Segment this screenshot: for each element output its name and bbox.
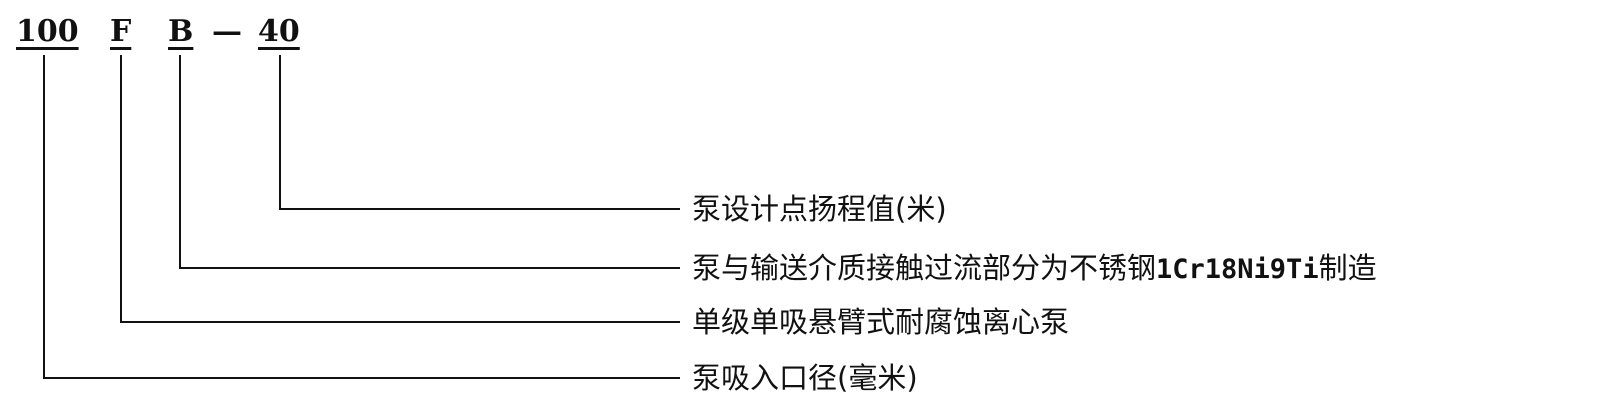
leader-line-head — [279, 55, 680, 210]
code-separator: — — [212, 14, 242, 49]
leader-line-inlet — [43, 55, 680, 379]
desc-material: 泵与输送介质接触过流部分为不锈钢1Cr18Ni9Ti制造 — [692, 248, 1377, 288]
code-inlet-diameter: 100 — [16, 14, 79, 49]
code-head: 40 — [258, 14, 300, 49]
desc-pump-type: 单级单吸悬臂式耐腐蚀离心泵 — [692, 305, 1070, 339]
leader-line-pump-type — [120, 55, 680, 323]
desc-material-grade: 1Cr18Ni9Ti — [1156, 254, 1319, 285]
code-material: F — [110, 14, 132, 49]
desc-material-prefix: 泵与输送介质接触过流部分为不锈钢 — [692, 251, 1157, 285]
code-structure: B — [168, 14, 194, 49]
desc-material-suffix: 制造 — [1318, 251, 1377, 285]
desc-head: 泵设计点扬程值(米) — [692, 192, 947, 226]
desc-inlet: 泵吸入口径(毫米) — [692, 361, 918, 395]
leader-line-material — [179, 55, 680, 269]
